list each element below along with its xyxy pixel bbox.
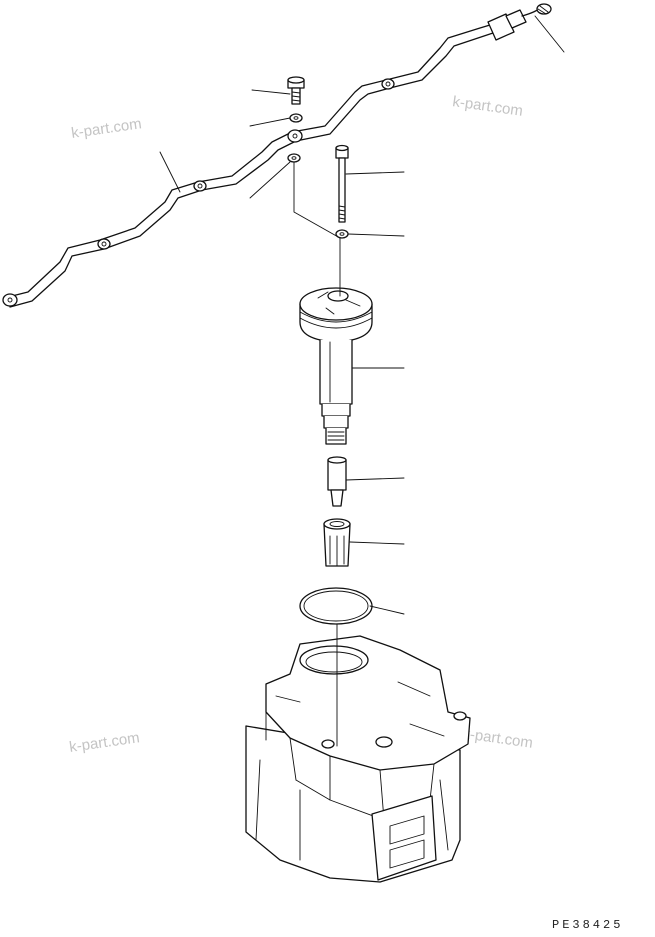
watermark-top-left: k-part.com <box>70 115 143 142</box>
watermark-bottom-left: k-part.com <box>68 729 141 756</box>
seal-washer <box>287 153 301 163</box>
center-line <box>293 161 341 747</box>
drawing-code: PE38425 <box>552 918 623 932</box>
injector-holder <box>299 287 373 445</box>
bolt <box>287 76 305 105</box>
washer <box>289 113 303 123</box>
cylinder-head <box>245 635 471 883</box>
long-bolt <box>335 144 349 223</box>
fitting <box>487 3 552 41</box>
watermark-bottom-right: k-part.com <box>461 725 534 752</box>
nozzle-sleeve <box>323 518 351 567</box>
o-ring <box>299 587 373 625</box>
fuel-return-tube <box>2 21 503 308</box>
leader-lines <box>159 15 565 615</box>
nozzle-tip <box>327 456 347 507</box>
watermark-top-right: k-part.com <box>451 93 524 120</box>
